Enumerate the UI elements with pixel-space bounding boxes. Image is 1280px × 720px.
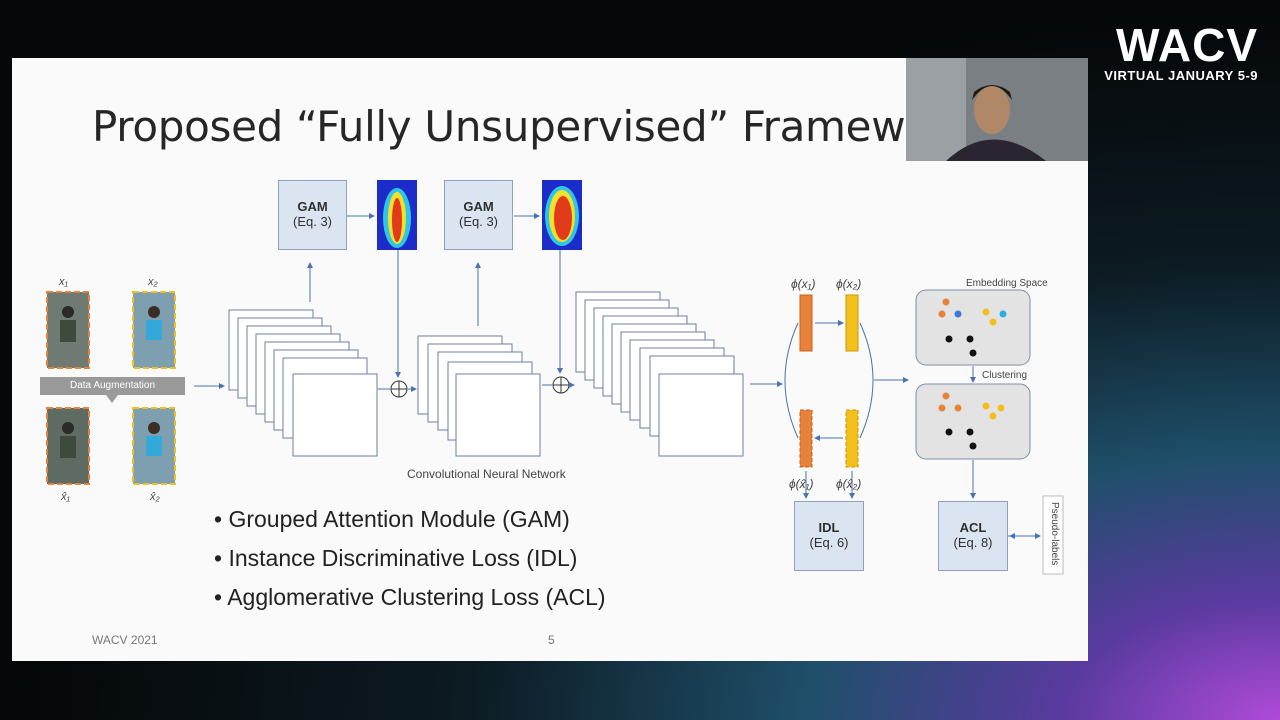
cnn-stack-1 bbox=[228, 309, 378, 457]
idl-eq: (Eq. 6) bbox=[809, 535, 849, 550]
gam-box-2-title: GAM bbox=[463, 199, 494, 214]
acl-box: ACL (Eq. 8) bbox=[938, 501, 1008, 571]
phi-x1-label: ϕ(x₁) bbox=[791, 277, 816, 291]
label-xhat2: x̂₂ bbox=[150, 491, 160, 503]
cnn-stack-2 bbox=[417, 335, 541, 457]
presenter-silhouette bbox=[906, 58, 1088, 161]
gam-box-1-eq: (Eq. 3) bbox=[292, 214, 332, 229]
bullet-gam-text: Grouped Attention Module (GAM) bbox=[228, 506, 570, 532]
embedding-space-label: Embedding Space bbox=[966, 278, 1048, 289]
acl-eq: (Eq. 8) bbox=[953, 535, 993, 550]
bullet-idl: • Instance Discriminative Loss (IDL) bbox=[214, 545, 578, 571]
acl-title: ACL bbox=[959, 520, 987, 535]
fusion-node-2 bbox=[552, 376, 570, 394]
embedding-space-panel bbox=[915, 289, 1031, 366]
bullet-gam: • Grouped Attention Module (GAM) bbox=[214, 506, 570, 532]
footer-conference: WACV 2021 bbox=[92, 633, 158, 647]
logo-title: WACV bbox=[1116, 19, 1258, 71]
slide-title: Proposed “Fully Unsupervised” Framewo bbox=[92, 102, 931, 151]
gam-box-1: GAM (Eq. 3) bbox=[278, 180, 347, 250]
bullet-acl: • Agglomerative Clustering Loss (ACL) bbox=[214, 584, 606, 610]
idl-box: IDL (Eq. 6) bbox=[794, 501, 864, 571]
gam-box-2-eq: (Eq. 3) bbox=[458, 214, 498, 229]
phi-xhat2-label: ϕ(x̂₂) bbox=[836, 477, 862, 491]
gam-box-1-title: GAM bbox=[297, 199, 328, 214]
attention-heatmap-1 bbox=[377, 180, 417, 250]
data-augmentation-label: Data Augmentation bbox=[69, 380, 156, 391]
fusion-node-1 bbox=[390, 380, 408, 398]
pseudo-labels-box bbox=[1042, 495, 1064, 575]
label-x1: x₁ bbox=[59, 276, 68, 288]
label-x2: x₂ bbox=[148, 276, 158, 288]
attention-heatmap-2 bbox=[542, 180, 582, 250]
bullet-idl-text: Instance Discriminative Loss (IDL) bbox=[228, 545, 578, 571]
presenter-webcam bbox=[906, 58, 1088, 161]
feature-bars bbox=[784, 294, 874, 499]
wacv-logo: WACV VIRTUAL JANUARY 5-9 bbox=[1104, 22, 1258, 83]
phi-x2-label: ϕ(x₂) bbox=[836, 277, 862, 291]
idl-title: IDL bbox=[818, 520, 840, 535]
phi-xhat1-label: ϕ(x̂₁) bbox=[789, 477, 814, 491]
gam-box-2: GAM (Eq. 3) bbox=[444, 180, 513, 250]
logo-tagline: VIRTUAL JANUARY 5-9 bbox=[1104, 68, 1258, 83]
footer-page-number: 5 bbox=[548, 633, 555, 647]
pseudo-labels-label: Pseudo-labels bbox=[1049, 502, 1060, 566]
cnn-label: Convolutional Neural Network bbox=[407, 467, 566, 481]
cnn-stack-3 bbox=[575, 291, 744, 457]
input-images bbox=[40, 291, 185, 485]
bullet-acl-text: Agglomerative Clustering Loss (ACL) bbox=[227, 584, 606, 610]
clustered-space-panel bbox=[915, 383, 1031, 460]
clustering-label: Clustering bbox=[982, 370, 1028, 381]
label-xhat1: x̂₁ bbox=[61, 491, 70, 503]
framework-diagram bbox=[40, 180, 1064, 575]
